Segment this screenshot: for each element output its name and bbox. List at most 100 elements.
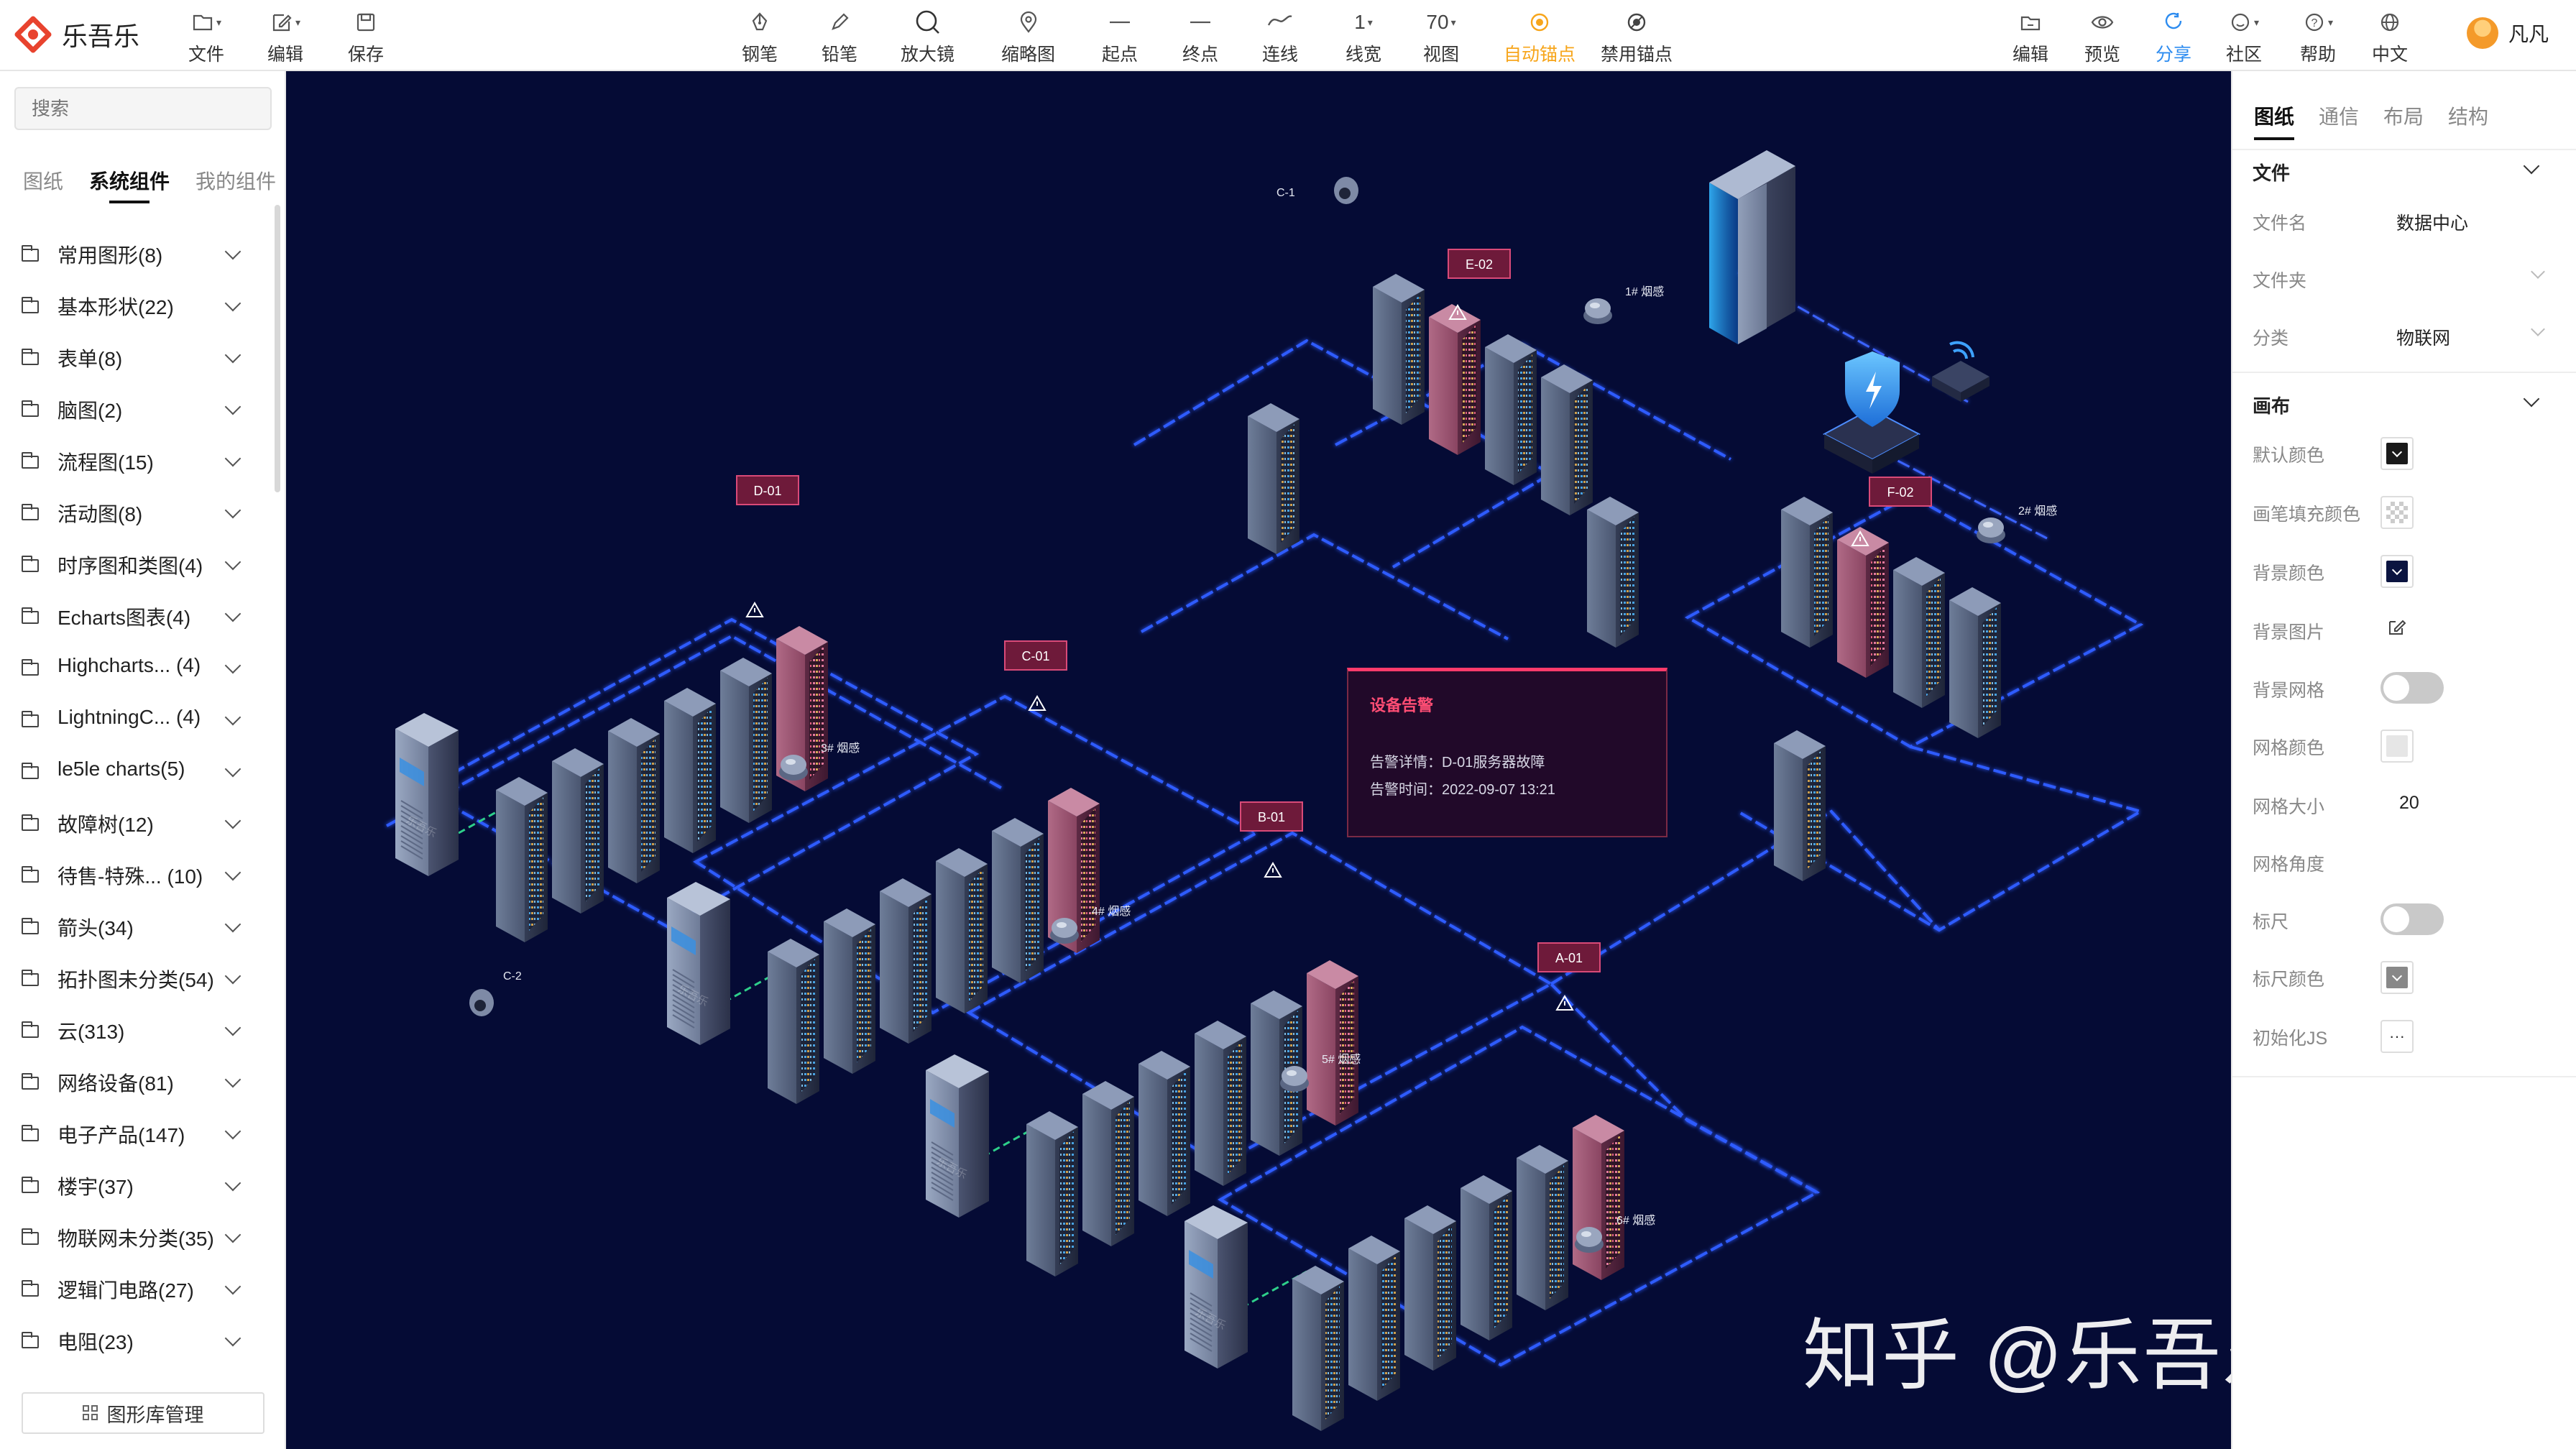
network-cabinet[interactable] <box>1709 150 1795 344</box>
help-menu-button[interactable]: ?▾ 帮助 <box>2300 6 2336 66</box>
tab-my-components[interactable]: 我的组件 <box>196 170 277 193</box>
server-rack[interactable] <box>1404 1205 1456 1371</box>
cooling-cabinet[interactable]: 乐吾乐 <box>926 1054 989 1218</box>
rack-group-label[interactable]: B-01 <box>1240 801 1303 832</box>
collapse-chevron-icon[interactable] <box>2523 390 2540 408</box>
category-item[interactable]: 物联网未分类(35) <box>0 1210 273 1262</box>
app-logo[interactable]: 乐吾乐 <box>14 13 139 56</box>
preview-button[interactable]: 预览 <box>2084 6 2120 66</box>
pencil-tool-button[interactable]: 铅笔 <box>822 6 857 66</box>
server-rack[interactable] <box>1026 1111 1078 1276</box>
tab-system-components[interactable]: 系统组件 <box>89 166 170 203</box>
faulty-server-rack[interactable] <box>1837 527 1889 678</box>
server-rack[interactable] <box>1781 497 1833 648</box>
device-alert-popup[interactable]: 设备告警 告警详情：D-01服务器故障 告警时间：2022-09-07 13:2… <box>1347 668 1668 837</box>
sidebar-scrollbar[interactable] <box>275 205 280 492</box>
server-rack[interactable] <box>880 878 932 1044</box>
faulty-server-rack[interactable] <box>1573 1115 1624 1280</box>
community-menu-button[interactable]: ▾ 社区 <box>2226 6 2262 66</box>
line-end-button[interactable]: 终点 <box>1182 6 1218 66</box>
server-rack[interactable] <box>1893 557 1945 708</box>
library-manage-button[interactable]: 图形库管理 <box>22 1392 264 1434</box>
tab-structure[interactable]: 结构 <box>2448 106 2489 128</box>
language-button[interactable]: 中文 <box>2372 6 2408 66</box>
surveillance-camera[interactable]: C-2 <box>469 970 522 1016</box>
category-item[interactable]: 待售-特殊... (10) <box>0 848 273 900</box>
faulty-server-rack[interactable] <box>1048 788 1100 953</box>
bg-grid-toggle[interactable] <box>2380 672 2444 704</box>
disable-anchor-button[interactable]: 禁用锚点 <box>1601 6 1673 66</box>
category-select[interactable]: 物联网 <box>2396 328 2451 349</box>
rack-group-label[interactable]: D-01 <box>736 475 799 505</box>
server-rack[interactable] <box>768 939 819 1104</box>
category-item[interactable]: 逻辑门电路(27) <box>0 1262 273 1314</box>
category-item[interactable]: 电阻(23) <box>0 1314 273 1366</box>
security-gateway[interactable] <box>1822 351 1921 474</box>
category-item[interactable]: 网络设备(81) <box>0 1055 273 1107</box>
pen-fill-swatch[interactable] <box>2380 496 2414 529</box>
server-rack[interactable] <box>496 777 548 942</box>
view-zoom-select[interactable]: 70▾ 视图 <box>1423 6 1459 66</box>
category-item[interactable]: Highcharts... (4) <box>0 641 273 693</box>
server-rack[interactable] <box>1138 1051 1190 1216</box>
faulty-server-rack[interactable] <box>1307 960 1358 1126</box>
server-rack[interactable] <box>1460 1175 1512 1340</box>
category-item[interactable]: 流程图(15) <box>0 434 273 486</box>
file-name-value[interactable]: 数据中心 <box>2396 213 2469 234</box>
server-rack[interactable] <box>1587 497 1639 648</box>
line-start-button[interactable]: 起点 <box>1102 6 1138 66</box>
collapse-chevron-icon[interactable] <box>2523 157 2540 175</box>
bg-color-swatch[interactable] <box>2380 555 2414 588</box>
smoke-sensor[interactable]: 4# 烟感 <box>1050 905 1131 944</box>
ruler-color-swatch[interactable] <box>2380 961 2414 994</box>
server-rack[interactable] <box>1251 990 1302 1156</box>
server-rack[interactable] <box>1348 1236 1400 1401</box>
server-rack[interactable] <box>664 688 716 853</box>
init-js-button[interactable]: ··· <box>2380 1020 2414 1053</box>
category-item[interactable]: 基本形状(22) <box>0 279 273 331</box>
server-rack[interactable] <box>824 908 875 1074</box>
server-rack[interactable] <box>608 718 660 883</box>
tab-layout[interactable]: 布局 <box>2383 106 2424 128</box>
smoke-sensor[interactable]: 1# 烟感 <box>1583 285 1664 324</box>
category-item[interactable]: 箭头(34) <box>0 900 273 952</box>
rack-group-label[interactable]: E-02 <box>1448 249 1511 279</box>
server-rack[interactable] <box>1949 587 2001 738</box>
server-rack[interactable] <box>1195 1021 1246 1186</box>
edit-menu-button[interactable]: ▾ 编辑 <box>267 6 303 66</box>
category-item[interactable]: 楼宇(37) <box>0 1159 273 1210</box>
server-rack[interactable] <box>1774 730 1826 881</box>
category-dropdown-icon[interactable] <box>2531 322 2545 336</box>
server-rack[interactable] <box>1541 364 1593 515</box>
server-rack[interactable] <box>1517 1145 1568 1310</box>
grid-size-input[interactable]: 20 <box>2399 793 2419 813</box>
edit-mode-button[interactable]: 编辑 <box>2012 6 2048 66</box>
faulty-server-rack[interactable] <box>1429 304 1481 455</box>
tab-drawings[interactable]: 图纸 <box>23 170 64 193</box>
faulty-server-rack[interactable] <box>776 626 828 791</box>
tab-drawing[interactable]: 图纸 <box>2254 101 2294 140</box>
server-rack[interactable] <box>1485 334 1537 485</box>
rack-group-label[interactable]: F-02 <box>1869 477 1932 507</box>
grid-color-swatch[interactable] <box>2380 730 2414 763</box>
category-item[interactable]: 活动图(8) <box>0 486 273 538</box>
category-item[interactable]: Echarts图表(4) <box>0 589 273 641</box>
line-width-select[interactable]: 1▾ 线宽 <box>1346 6 1381 66</box>
save-button[interactable]: 保存 <box>348 6 384 66</box>
server-rack[interactable] <box>1373 274 1425 425</box>
file-menu-button[interactable]: ▾ 文件 <box>188 6 224 66</box>
rack-group-label[interactable]: C-01 <box>1004 640 1067 671</box>
server-rack[interactable] <box>936 848 988 1013</box>
rack-group-label[interactable]: A-01 <box>1537 942 1601 972</box>
search-input[interactable] <box>14 87 272 130</box>
category-item[interactable]: 电子产品(147) <box>0 1107 273 1159</box>
server-rack[interactable] <box>1248 403 1300 554</box>
server-rack[interactable] <box>992 818 1044 983</box>
server-rack[interactable] <box>1082 1081 1134 1246</box>
minimap-button[interactable]: 缩略图 <box>1001 6 1055 66</box>
category-item[interactable]: 拓扑图未分类(54) <box>0 952 273 1003</box>
magnifier-button[interactable]: 放大镜 <box>901 6 954 66</box>
wifi-router[interactable] <box>1932 341 1990 402</box>
server-rack[interactable] <box>552 748 604 914</box>
